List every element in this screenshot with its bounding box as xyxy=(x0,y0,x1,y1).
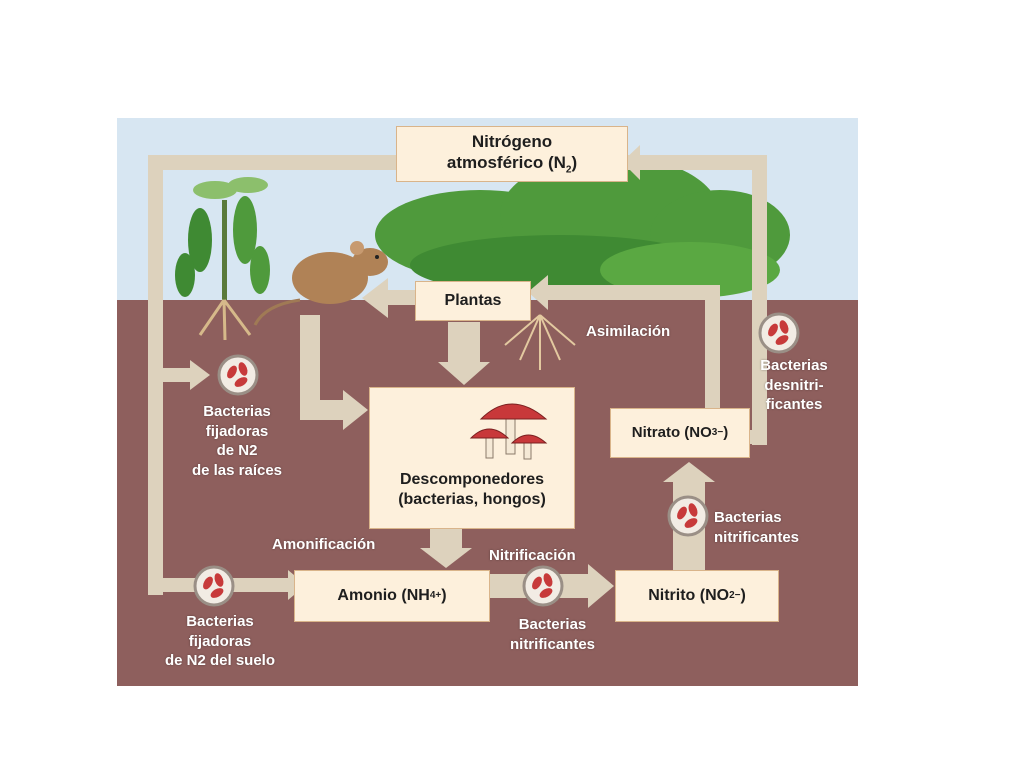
roots-illustration xyxy=(504,314,576,370)
bacteria-icon-raices xyxy=(217,354,259,396)
bacteria-icon-desnitrif xyxy=(758,312,800,354)
arrow-head-to-nitrato xyxy=(663,462,715,482)
mushroom-icon xyxy=(469,403,548,460)
cycle-arrows xyxy=(148,145,767,608)
label-bacterias-nitrif-bottom: Bacterias nitrificantes xyxy=(509,616,596,653)
mouse-illustration xyxy=(253,241,388,326)
arrow-to-raices xyxy=(155,368,190,382)
arrow-head-plantas-descomp xyxy=(438,362,490,385)
arrow-head-to-nitrito xyxy=(588,564,614,608)
label-bacterias-desnitrif: Bacterias desnitri- ficantes xyxy=(760,357,828,413)
node-nitrogeno-atmosferico: Nitrógeno atmosférico (N2) xyxy=(396,126,628,182)
arrow-n2-right-top xyxy=(628,155,766,170)
arrow-head-to-descomp-left xyxy=(343,390,368,430)
arrow-asimilacion-left xyxy=(545,285,720,300)
arrow-n2-right-down xyxy=(752,155,767,445)
arrow-head-to-amonio-down xyxy=(420,548,472,568)
descomponedores-line2: (bacterias, hongos) xyxy=(398,491,546,508)
label-nitrificacion: Nitrificación xyxy=(489,547,576,564)
n2-line2: atmosférico (N2) xyxy=(446,153,578,176)
arrow-mouse-down xyxy=(300,315,320,415)
arrow-plantas-down xyxy=(448,322,480,364)
arrow-head-to-plantas xyxy=(528,275,548,310)
node-plantas: Plantas xyxy=(415,281,531,321)
arrow-head-to-raices xyxy=(190,360,210,390)
arrow-asimilacion-up xyxy=(705,285,720,410)
label-bacterias-raices: Bacterias fijadoras de N2 de las raíces xyxy=(191,403,283,479)
bacteria-icon-nitrif-bottom xyxy=(522,565,564,607)
arrow-head-plantas-to-mouse xyxy=(362,278,388,318)
label-bacterias-suelo: Bacterias fijadoras de N2 del suelo xyxy=(164,613,276,669)
arrow-head-to-n2 xyxy=(622,145,640,180)
label-asimilacion: Asimilación xyxy=(586,323,671,340)
bacteria-icon-suelo xyxy=(193,565,235,607)
label-amonificacion: Amonificación xyxy=(272,536,376,553)
node-descomponedores: Descomponedores (bacterias, hongos) xyxy=(369,387,575,529)
arrow-amonificacion xyxy=(430,528,462,550)
n2-line1: Nitrógeno xyxy=(471,131,553,151)
descomponedores-line1: Descomponedores xyxy=(399,471,545,488)
arrow-n2-left-top xyxy=(148,155,398,170)
arrow-mouse-right xyxy=(300,400,345,420)
label-bacterias-nitrif-right: Bacterias nitrificantes xyxy=(714,509,800,546)
bacteria-icon-nitrif-right xyxy=(667,495,709,537)
plant-illustration xyxy=(175,177,270,341)
